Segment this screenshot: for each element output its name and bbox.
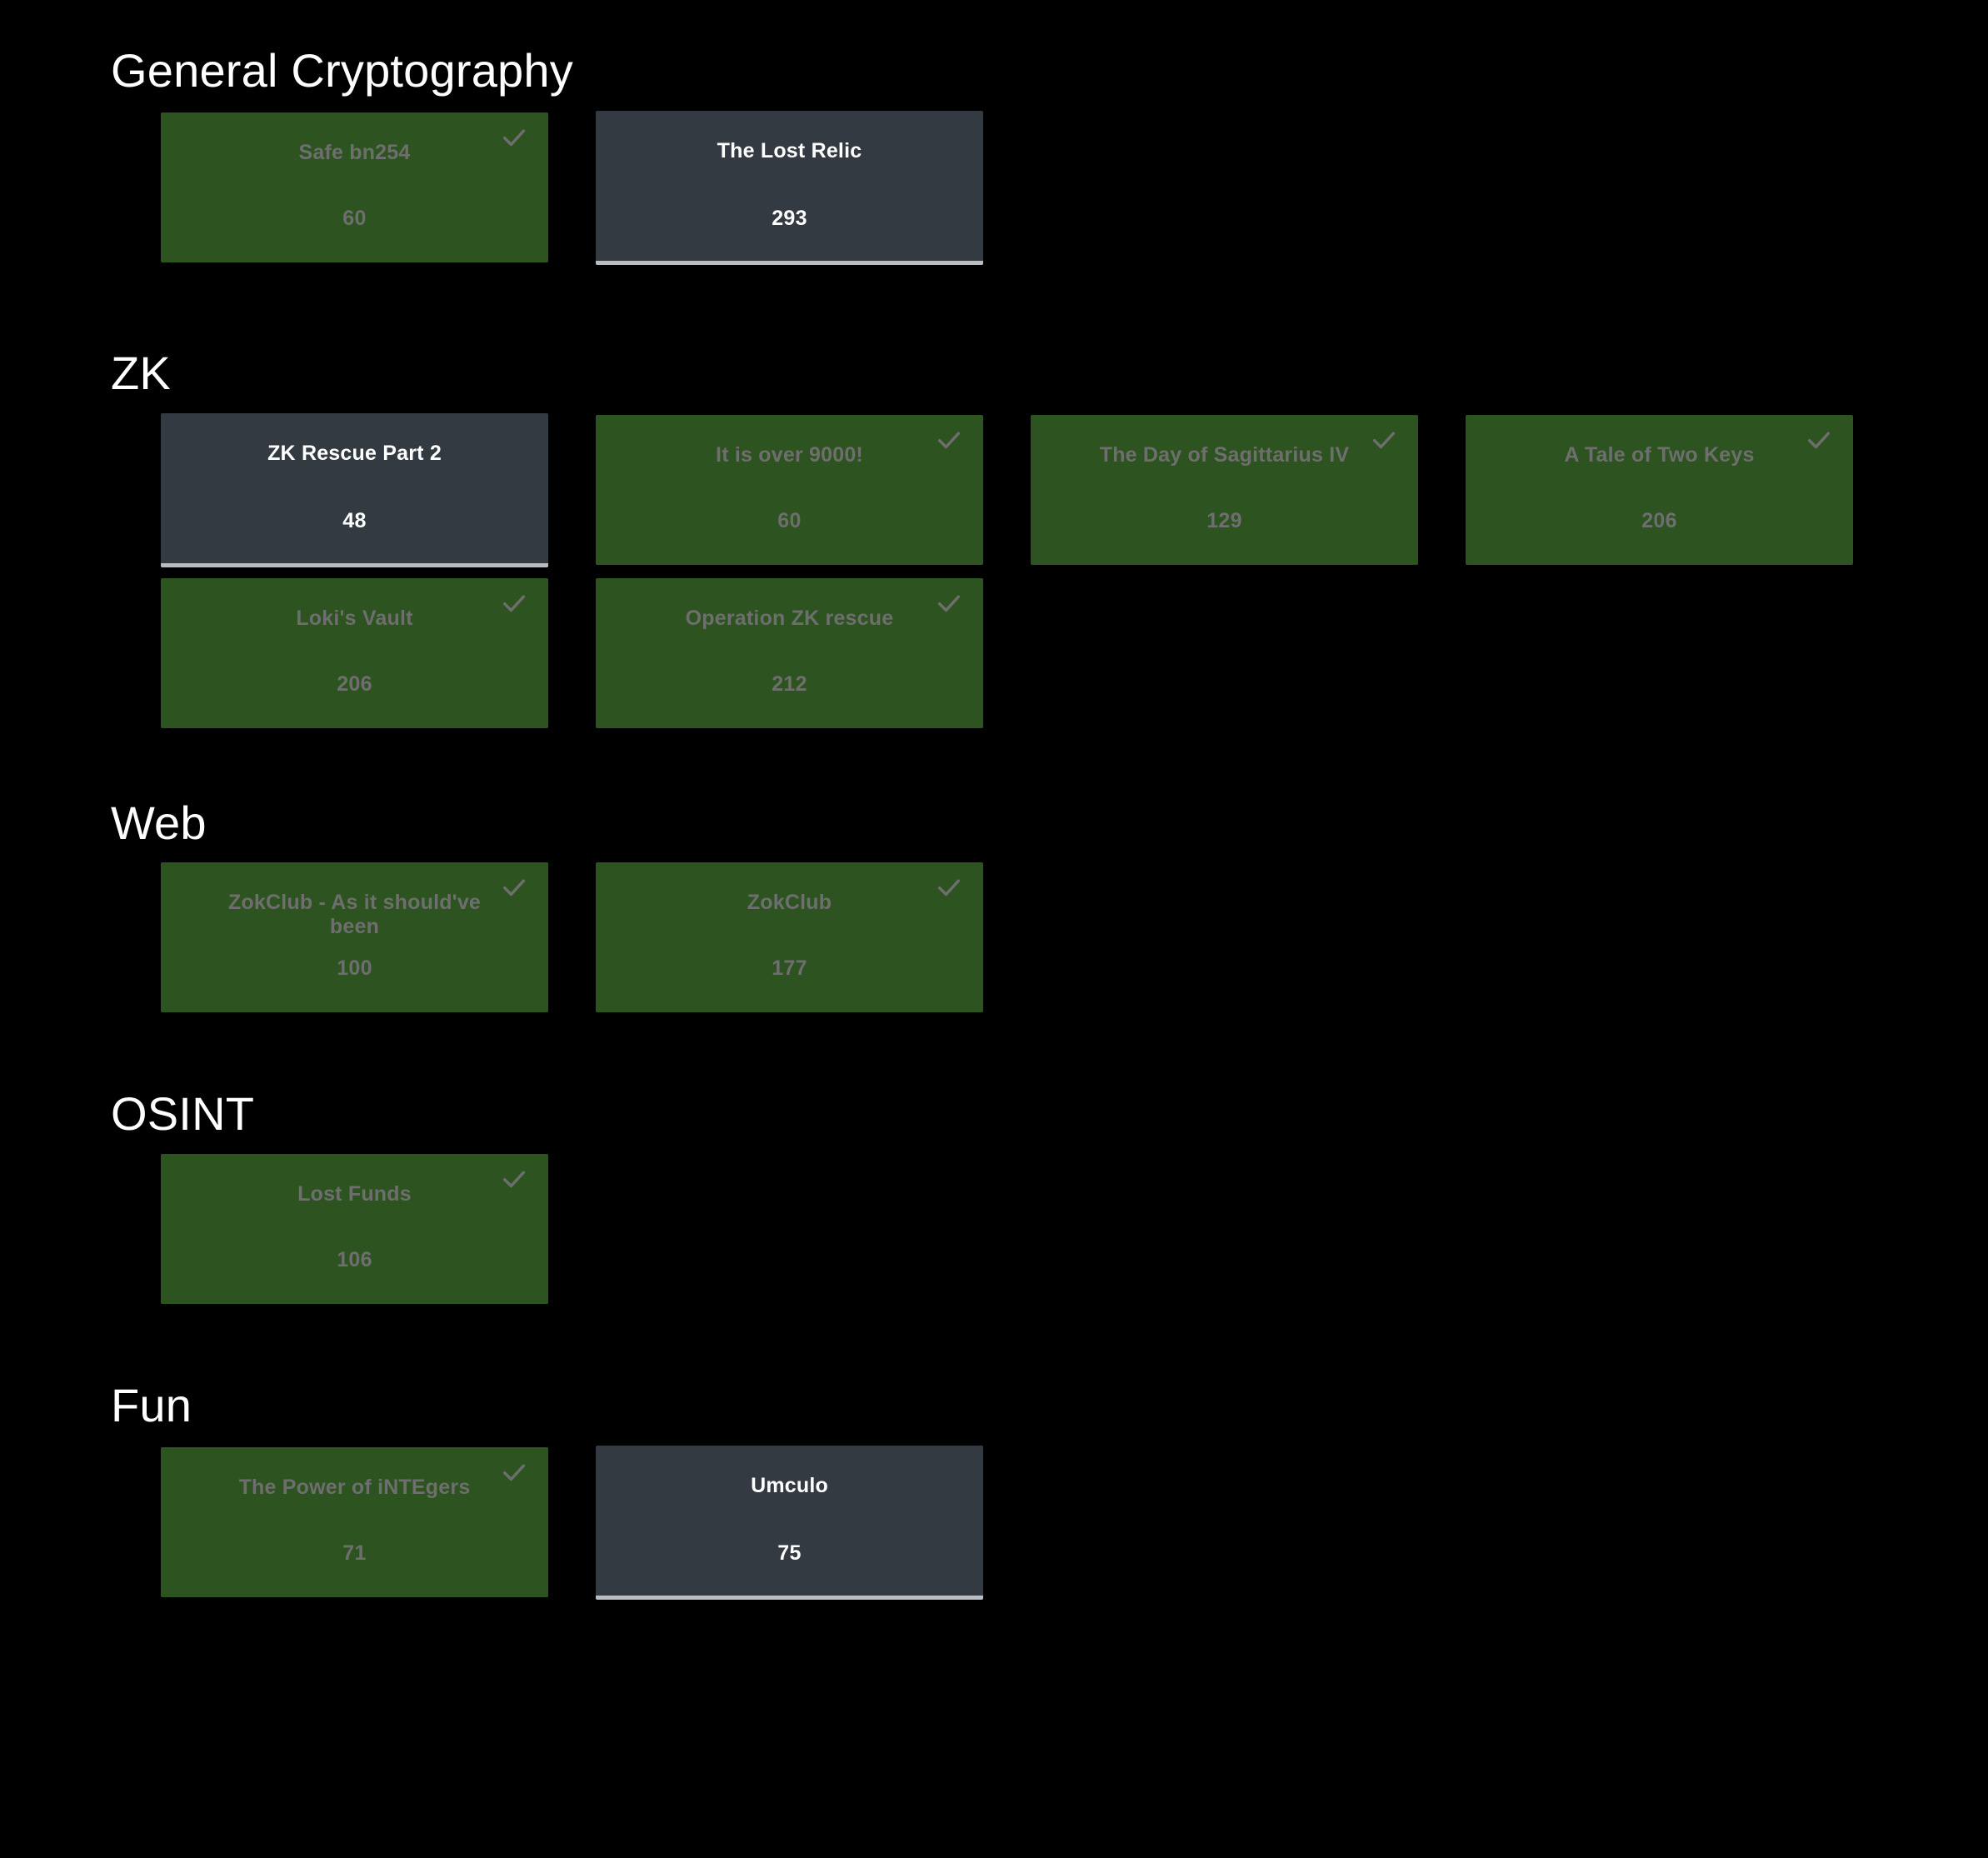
challenge-title: The Day of Sagittarius IV: [1099, 443, 1350, 467]
category-title: OSINT: [111, 1087, 255, 1141]
challenge-card-unsolved[interactable]: The Lost Relic 293: [596, 110, 983, 265]
challenge-points: 177: [772, 956, 807, 981]
challenge-points: 293: [772, 206, 807, 230]
challenge-card-solved[interactable]: Loki's Vault 206: [161, 577, 548, 728]
check-icon: [500, 123, 528, 152]
challenge-card-solved[interactable]: The Day of Sagittarius IV 129: [1031, 415, 1418, 566]
challenge-card-solved[interactable]: ZokClub - As it should've been 100: [161, 862, 548, 1013]
category-challenge-row: Lost Funds 106: [161, 1139, 1911, 1315]
challenge-card-solved[interactable]: Operation ZK rescue 212: [596, 577, 983, 728]
challenge-points: 75: [777, 1541, 802, 1565]
check-icon: [1805, 426, 1833, 454]
challenge-points: 60: [342, 207, 367, 231]
challenge-title: Loki's Vault: [296, 606, 413, 630]
challenge-title: ZK Rescue Part 2: [267, 441, 442, 465]
category-challenge-row: The Power of iNTEgers 71 Umculo 75: [161, 1431, 1911, 1611]
check-icon: [500, 589, 528, 617]
challenge-title: ZokClub: [747, 891, 832, 915]
category-title: General Cryptography: [111, 44, 573, 97]
challenge-points: 212: [772, 672, 807, 696]
challenge-title: Lost Funds: [297, 1182, 412, 1206]
challenge-points: 60: [777, 509, 802, 533]
challenge-points: 129: [1206, 509, 1242, 533]
challenge-card-solved[interactable]: ZokClub 177: [596, 862, 983, 1013]
challenge-title: Umculo: [751, 1473, 828, 1497]
challenge-title: The Lost Relic: [717, 138, 862, 162]
challenge-points: 206: [1641, 509, 1677, 533]
category-title: Web: [111, 796, 207, 849]
category-section: ZK ZK Rescue Part 2 48 It is over 9000! 60 Th…: [0, 346, 1988, 739]
challenge-card-solved[interactable]: A Tale of Two Keys 206: [1466, 415, 1853, 566]
challenge-title: The Power of iNTEgers: [238, 1476, 471, 1500]
category-section: OSINT Lost Funds 106: [0, 1090, 1988, 1315]
challenge-card-solved[interactable]: Lost Funds 106: [161, 1154, 548, 1305]
challenge-title: It is over 9000!: [716, 443, 863, 467]
challenge-title: Safe bn254: [298, 141, 411, 165]
challenge-points: 106: [337, 1248, 372, 1272]
challenge-card-solved[interactable]: The Power of iNTEgers 71: [161, 1447, 548, 1598]
check-icon: [500, 873, 528, 902]
challenge-title: Operation ZK rescue: [685, 606, 894, 630]
category-challenge-row: Safe bn254 60 The Lost Relic 293: [161, 96, 1911, 276]
challenge-card-solved[interactable]: Safe bn254 60: [161, 112, 548, 263]
challenge-points: 100: [337, 956, 372, 981]
challenge-points: 71: [342, 1541, 367, 1566]
check-icon: [1370, 426, 1398, 454]
check-icon: [935, 873, 963, 902]
challenge-title: ZokClub - As it should've been: [227, 891, 482, 938]
category-title: Fun: [111, 1379, 192, 1432]
challenge-card-solved[interactable]: It is over 9000! 60: [596, 415, 983, 566]
challenge-points: 206: [337, 672, 372, 696]
check-icon: [935, 426, 963, 454]
category-challenge-row: ZK Rescue Part 2 48 It is over 9000! 60 The …: [161, 398, 1911, 739]
check-icon: [935, 589, 963, 617]
challenge-card-unsolved[interactable]: ZK Rescue Part 2 48: [161, 412, 548, 567]
challenge-points: 48: [342, 508, 367, 532]
check-icon: [500, 1165, 528, 1193]
challenge-title: A Tale of Two Keys: [1564, 443, 1755, 467]
challenge-card-unsolved[interactable]: Umculo 75: [596, 1445, 983, 1600]
check-icon: [500, 1458, 528, 1486]
category-title: ZK: [111, 346, 171, 399]
